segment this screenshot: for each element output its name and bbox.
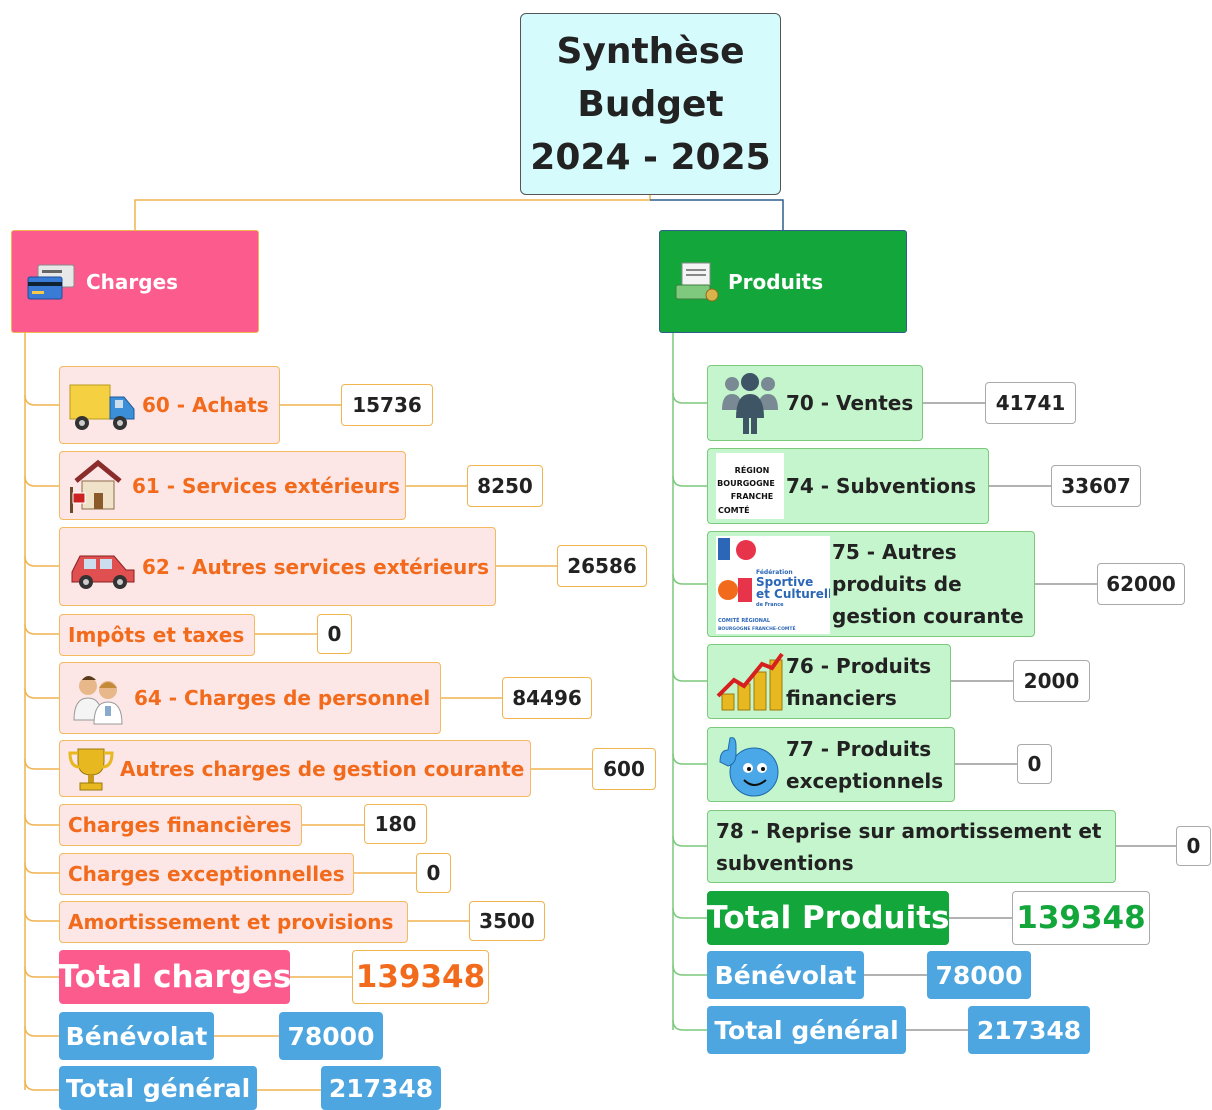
svg-text:RÉGION: RÉGION (735, 464, 770, 475)
charge-item-achats[interactable]: 60 - Achats (59, 366, 280, 444)
charge-item-label: 60 - Achats (142, 393, 269, 417)
charge-item-label: Charges financières (68, 813, 292, 837)
svg-text:BOURGOGNE FRANCHE-COMTÉ: BOURGOGNE FRANCHE-COMTÉ (718, 624, 796, 632)
charge-value: 26586 (557, 545, 647, 587)
total-produits-label[interactable]: Total Produits (707, 891, 949, 945)
produit-item-exceptionnels[interactable]: 77 - Produits exceptionnels (707, 727, 955, 802)
produit-value: 2000 (1013, 660, 1090, 702)
svg-text:FRANCHE: FRANCHE (731, 492, 774, 501)
produit-item-label: 77 - Produits exceptionnels (786, 736, 944, 793)
region-logo: RÉGION BOURGOGNE FRANCHE COMTÉ (716, 453, 784, 519)
produits-label: Produits (728, 269, 824, 294)
produit-item-ventes[interactable]: 70 - Ventes (707, 365, 923, 441)
charge-item-label: Amortissement et provisions (68, 910, 394, 934)
total-produits-value: 139348 (1012, 891, 1150, 945)
svg-text:Sportive: Sportive (756, 575, 813, 589)
charge-item-autres-gestion[interactable]: Autres charges de gestion courante (59, 740, 531, 797)
produit-item-label: 70 - Ventes (786, 391, 914, 415)
charge-item-label: 61 - Services extérieurs (132, 473, 400, 498)
total-charges-value: 139348 (352, 950, 489, 1004)
house-icon (68, 457, 124, 515)
group-icon (716, 370, 784, 436)
produit-value: 62000 (1097, 563, 1185, 605)
car-icon (68, 542, 138, 592)
total-general-charges-value: 217348 (321, 1066, 441, 1110)
produit-item-financiers[interactable]: 76 - Produits financiers (707, 644, 951, 719)
charge-item-autres-services[interactable]: 62 - Autres services extérieurs (59, 527, 496, 606)
produit-value: 0 (1017, 744, 1052, 784)
svg-text:Fédération: Fédération (756, 569, 793, 576)
charge-value: 8250 (467, 465, 543, 507)
svg-text:COMTÉ: COMTÉ (718, 504, 750, 515)
charge-item-label: Charges exceptionnelles (68, 862, 345, 886)
produit-item-label: 75 - Autres produits de gestion courante (832, 540, 1024, 628)
charge-value: 180 (364, 804, 427, 844)
charges-branch[interactable]: Charges (11, 230, 259, 333)
svg-text:BOURGOGNE: BOURGOGNE (717, 479, 775, 488)
fssc-logo: Fédération Sportive et Culturelle de Fra… (716, 536, 840, 634)
charge-item-amortissement[interactable]: Amortissement et provisions (59, 901, 408, 943)
charge-value: 600 (592, 748, 656, 790)
benevolat-charges-label[interactable]: Bénévolat (59, 1012, 214, 1060)
charge-item-label: Impôts et taxes (68, 623, 245, 647)
charge-item-financieres[interactable]: Charges financières (59, 804, 302, 846)
produit-item-label: 74 - Subventions (786, 474, 977, 498)
produit-item-reprise[interactable]: 78 - Reprise sur amortissement et subven… (707, 810, 1116, 883)
produits-branch[interactable]: Produits (659, 230, 907, 333)
svg-text:de France: de France (756, 602, 784, 608)
charge-value: 0 (416, 853, 451, 893)
charge-value: 0 (317, 614, 352, 654)
credit-card-icon (26, 263, 76, 301)
charge-item-exceptionnelles[interactable]: Charges exceptionnelles (59, 853, 354, 895)
produit-value: 41741 (985, 382, 1076, 424)
charge-item-services-exterieurs[interactable]: 61 - Services extérieurs (59, 451, 406, 520)
produit-value: 0 (1176, 826, 1211, 866)
benevolat-charges-value: 78000 (279, 1012, 383, 1060)
total-general-charges-label[interactable]: Total général (59, 1066, 257, 1110)
total-general-produits-value: 217348 (968, 1006, 1090, 1054)
charge-item-label: 64 - Charges de personnel (134, 686, 431, 710)
charge-value: 15736 (341, 384, 433, 426)
money-icon (674, 261, 720, 303)
charge-value: 84496 (502, 677, 592, 719)
trophy-icon (68, 745, 114, 793)
diagram-title: Synthèse Budget 2024 - 2025 (520, 13, 781, 195)
people-icon (68, 670, 128, 726)
charge-item-impots[interactable]: Impôts et taxes (59, 614, 255, 656)
charge-item-label: 62 - Autres services extérieurs (142, 554, 490, 579)
produit-item-subventions[interactable]: RÉGION BOURGOGNE FRANCHE COMTÉ 74 - Subv… (707, 448, 989, 524)
benevolat-produits-label[interactable]: Bénévolat (707, 951, 864, 999)
svg-text:et Culturelle: et Culturelle (756, 587, 830, 601)
charges-label: Charges (86, 269, 179, 294)
thumbs-up-icon (716, 732, 784, 798)
produit-item-label: 78 - Reprise sur amortissement et subven… (716, 818, 1102, 875)
produit-value: 33607 (1051, 465, 1141, 507)
charge-item-personnel[interactable]: 64 - Charges de personnel (59, 662, 441, 734)
svg-text:COMITÉ RÉGIONAL: COMITÉ RÉGIONAL (718, 616, 771, 624)
charge-value: 3500 (469, 901, 545, 941)
total-general-produits-label[interactable]: Total général (707, 1006, 906, 1054)
produit-item-label: 76 - Produits financiers (786, 653, 932, 710)
benevolat-produits-value: 78000 (927, 951, 1031, 999)
charge-item-label: Autres charges de gestion courante (120, 756, 525, 781)
produit-item-autres-produits[interactable]: Fédération Sportive et Culturelle de Fra… (707, 531, 1035, 637)
truck-icon (68, 375, 136, 435)
coins-chart-icon (716, 650, 784, 714)
total-charges-label[interactable]: Total charges (58, 950, 291, 1004)
